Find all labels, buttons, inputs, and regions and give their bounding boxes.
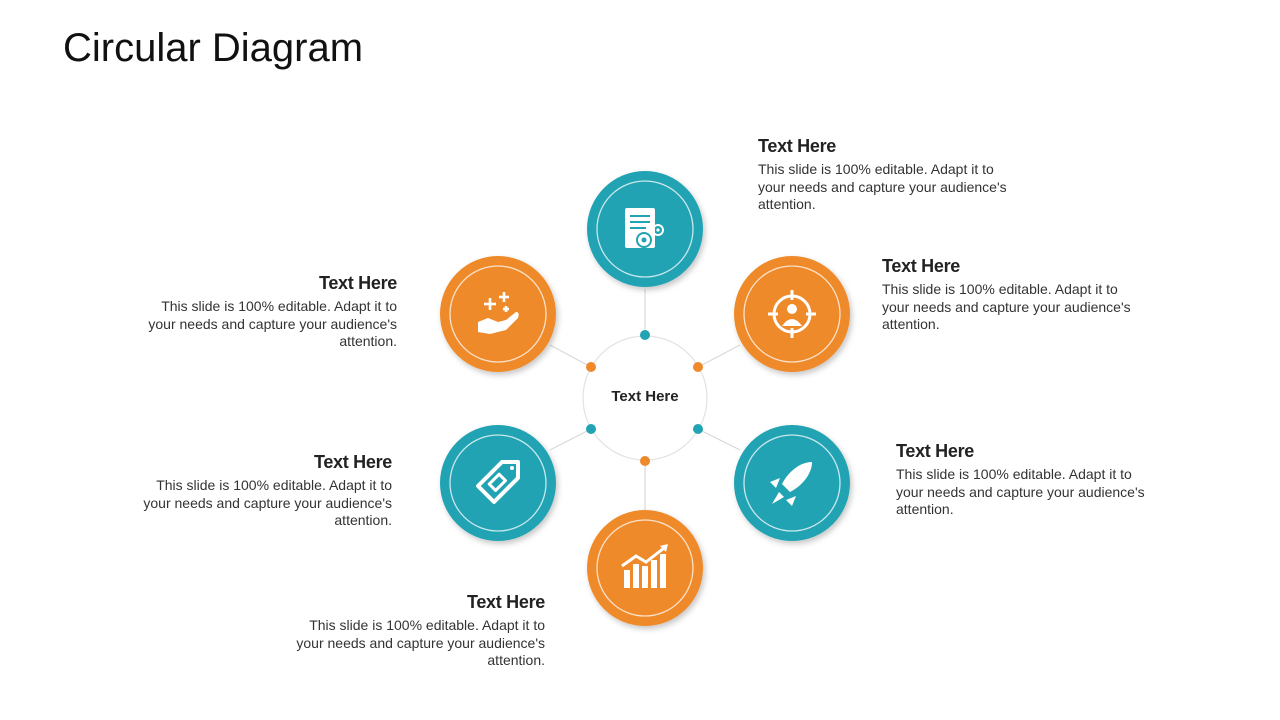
- text-block-heading: Text Here: [318, 273, 397, 293]
- text-block-top: Text Here This slide is 100% editable. A…: [758, 136, 1018, 214]
- dot-lower-right: [693, 424, 703, 434]
- text-block-body: This slide is 100% editable. Adapt it to…: [882, 281, 1131, 332]
- text-block-heading: Text Here: [882, 256, 961, 276]
- slide-title: Circular Diagram: [63, 26, 364, 70]
- connector-lower-right: [697, 428, 741, 451]
- text-block-heading: Text Here: [313, 452, 392, 472]
- text-block-body: This slide is 100% editable. Adapt it to…: [896, 466, 1145, 517]
- price-tag-icon: [476, 460, 520, 504]
- text-block-lower-left: Text Here This slide is 100% editable. A…: [132, 452, 392, 530]
- connector-lower-left: [549, 428, 592, 451]
- center-label: Text Here: [611, 388, 679, 405]
- dot-upper-right: [693, 362, 703, 372]
- node-lower-left-circle: [440, 425, 556, 541]
- hand-sparkle-icon: [478, 292, 519, 334]
- text-block-heading: Text Here: [466, 592, 545, 612]
- dot-bottom: [640, 456, 650, 466]
- connector-lines: [549, 289, 741, 510]
- text-block-upper-right: Text Here This slide is 100% editable. A…: [882, 256, 1142, 334]
- text-block-heading: Text Here: [758, 136, 837, 156]
- text-block-upper-left: Text Here This slide is 100% editable. A…: [137, 273, 397, 351]
- text-block-body: This slide is 100% editable. Adapt it to…: [143, 477, 392, 528]
- dot-upper-left: [586, 362, 596, 372]
- text-block-body: This slide is 100% editable. Adapt it to…: [148, 298, 397, 349]
- rocket-icon: [770, 462, 812, 506]
- text-block-heading: Text Here: [896, 441, 975, 461]
- connector-upper-right: [697, 344, 741, 368]
- dot-lower-left: [586, 424, 596, 434]
- document-gear-icon: [625, 208, 664, 248]
- text-block-body: This slide is 100% editable. Adapt it to…: [758, 161, 1007, 212]
- connector-upper-left: [549, 344, 592, 368]
- target-person-icon: [768, 290, 816, 338]
- bar-chart-growth-icon: [621, 544, 668, 588]
- text-block-body: This slide is 100% editable. Adapt it to…: [296, 617, 545, 668]
- text-block-bottom: Text Here This slide is 100% editable. A…: [285, 592, 545, 670]
- text-block-lower-right: Text Here This slide is 100% editable. A…: [896, 441, 1156, 519]
- connector-dots: [586, 330, 703, 466]
- dot-top: [640, 330, 650, 340]
- node-upper-left-circle: [440, 256, 556, 372]
